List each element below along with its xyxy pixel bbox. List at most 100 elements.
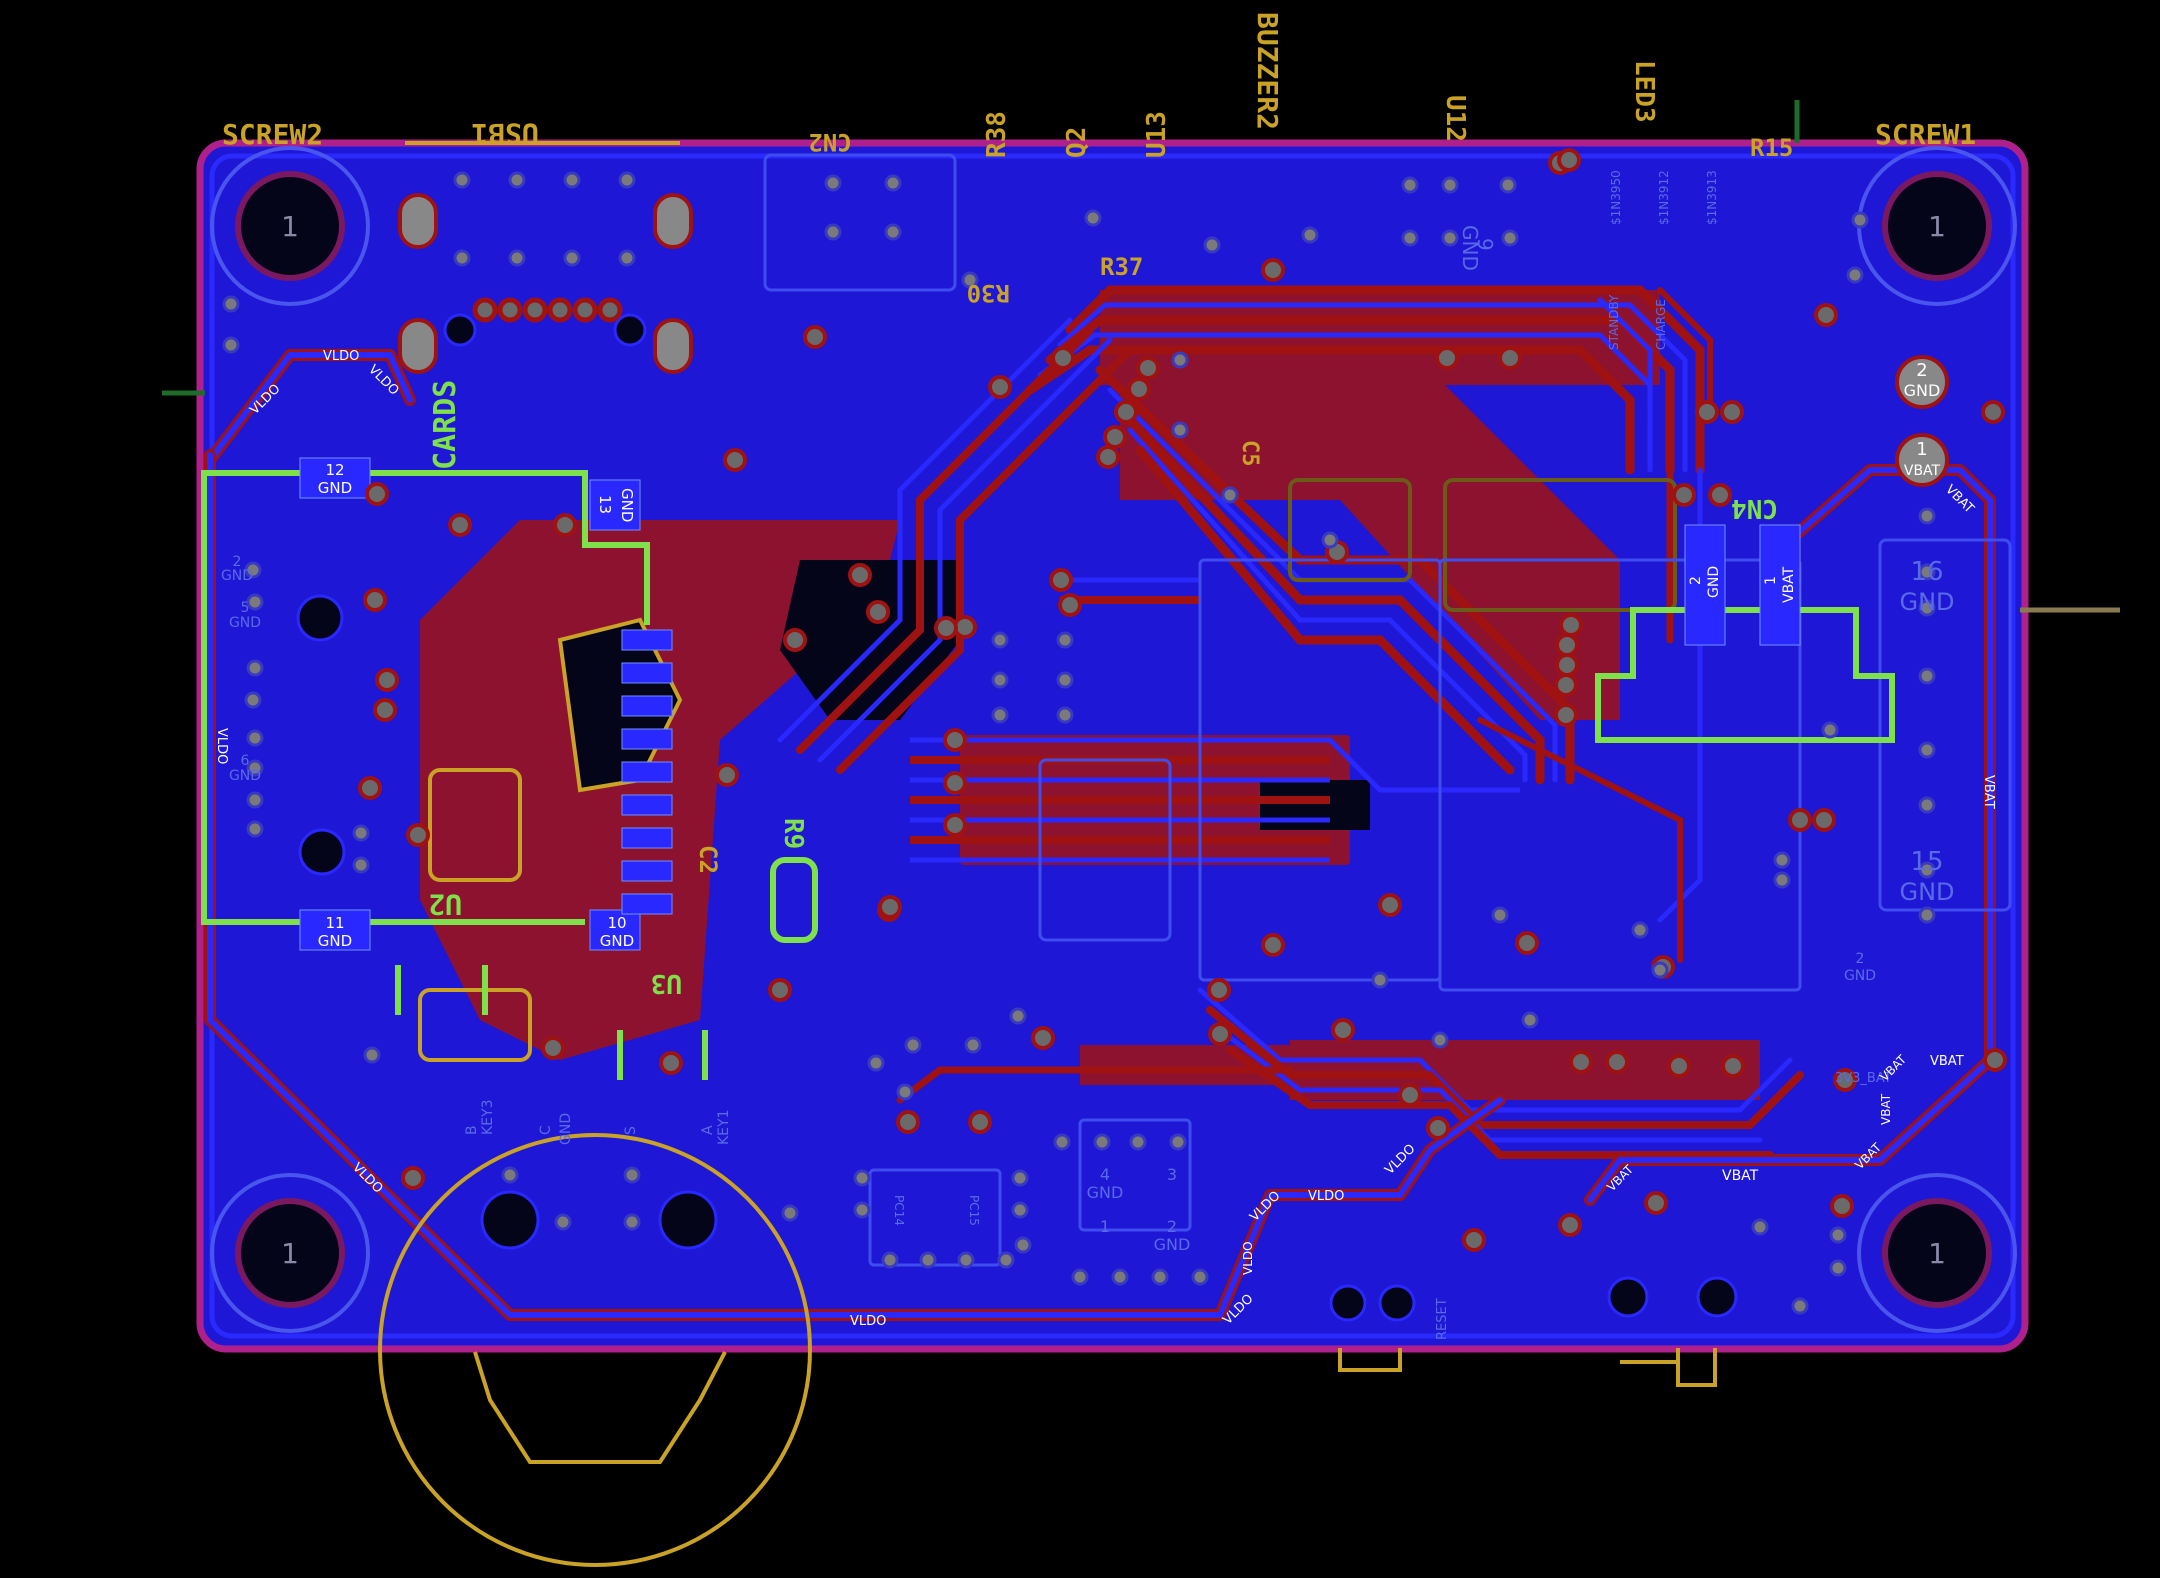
pin-standby: STANDBY	[1607, 294, 1621, 350]
via	[991, 631, 1009, 649]
via	[1009, 1007, 1027, 1025]
refdes-r9: R9	[778, 818, 808, 849]
mounting-hole: 1	[1857, 146, 2017, 306]
pin-charge: CHARGE	[1654, 299, 1668, 350]
pin-key3: KEY3	[480, 1100, 496, 1136]
via	[878, 895, 902, 919]
usb-pads	[398, 193, 1949, 487]
via	[352, 824, 370, 842]
via	[1918, 861, 1936, 879]
via	[934, 616, 958, 640]
header-pin	[597, 297, 623, 323]
trace-bus-left-diagonal	[777, 317, 1134, 774]
via	[1672, 483, 1696, 507]
via	[1918, 741, 1936, 759]
via	[501, 1166, 519, 1184]
via	[352, 856, 370, 874]
via	[453, 249, 471, 267]
net-vbat-3: VBAT	[1930, 1054, 1964, 1069]
via	[1812, 808, 1836, 832]
pad-net-gnd-2: GND	[1844, 968, 1876, 984]
bat-pad-1-net: VBAT	[1904, 463, 1941, 479]
mounting-hole-pin: 1	[281, 1237, 299, 1270]
via	[1011, 1201, 1029, 1219]
refdes-screw1: SCREW1	[1875, 118, 1976, 151]
via	[508, 249, 526, 267]
pad-10-number: 10	[607, 914, 626, 932]
via	[246, 659, 264, 677]
pin-reset: RESET	[1435, 1298, 1450, 1340]
via	[222, 295, 240, 313]
pad-number-3: 3	[1167, 1165, 1177, 1184]
via	[554, 1213, 572, 1231]
via	[246, 791, 264, 809]
via	[541, 1036, 565, 1060]
vias	[222, 148, 2007, 1315]
via	[968, 1110, 992, 1134]
cn4-pin2-number: 2	[1688, 576, 1704, 585]
cn4-pin1-net: VBAT	[1781, 566, 1797, 603]
net-vbat-2: VBAT	[1981, 775, 1996, 809]
via	[1708, 483, 1732, 507]
via	[1499, 176, 1517, 194]
via	[1441, 229, 1459, 247]
via	[1431, 1031, 1449, 1049]
via	[1331, 1018, 1355, 1042]
via	[943, 813, 967, 837]
pad-number-left-6: 6	[241, 753, 250, 769]
via	[1071, 1268, 1089, 1286]
pad-net-4: GND	[1087, 1183, 1124, 1202]
via	[375, 668, 399, 692]
via	[1014, 1236, 1032, 1254]
refdes-cards: CARDS	[428, 380, 463, 470]
via	[991, 671, 1009, 689]
silk-outlines	[378, 141, 1717, 1567]
via	[1129, 1133, 1147, 1151]
pin-s: S	[623, 1126, 639, 1135]
via	[1056, 671, 1074, 689]
via	[222, 336, 240, 354]
via	[824, 223, 842, 241]
via	[991, 706, 1009, 724]
via	[1751, 1218, 1769, 1236]
pad-gnd-left-2: GND	[221, 568, 253, 584]
pad-number-9: 9	[1473, 238, 1497, 251]
via	[824, 174, 842, 192]
pad-gnd-left-6: GND	[229, 768, 261, 784]
via	[1301, 226, 1319, 244]
via	[401, 1166, 425, 1190]
refdes-screw2: SCREW2	[222, 118, 323, 151]
via	[1136, 356, 1160, 380]
via	[1056, 706, 1074, 724]
via	[1151, 1268, 1169, 1286]
via	[453, 171, 471, 189]
via	[1114, 400, 1138, 424]
via	[1127, 377, 1151, 401]
via	[1093, 1133, 1111, 1151]
pad-gnd-left-5: GND	[229, 615, 261, 631]
via	[1371, 971, 1389, 989]
via	[1651, 961, 1669, 979]
via	[246, 759, 264, 777]
via	[1401, 176, 1419, 194]
header-pin	[497, 297, 523, 323]
refdes-u2: U2	[428, 888, 462, 921]
pin-c: C	[538, 1125, 554, 1135]
via	[406, 823, 430, 847]
via	[997, 1251, 1015, 1269]
via	[943, 728, 967, 752]
pad-number-gnd-2: 2	[1856, 951, 1865, 967]
via	[953, 615, 977, 639]
power-traces	[204, 349, 1996, 1321]
via	[623, 1213, 641, 1231]
pin-a: A	[700, 1125, 716, 1135]
via	[1501, 229, 1519, 247]
via	[1829, 1226, 1847, 1244]
via	[866, 600, 890, 624]
refdes-led3: LED3	[1629, 60, 1659, 123]
via	[363, 1046, 381, 1064]
via	[1554, 673, 1578, 697]
via	[1011, 1169, 1029, 1187]
via	[1559, 613, 1583, 637]
via	[1569, 1050, 1593, 1074]
